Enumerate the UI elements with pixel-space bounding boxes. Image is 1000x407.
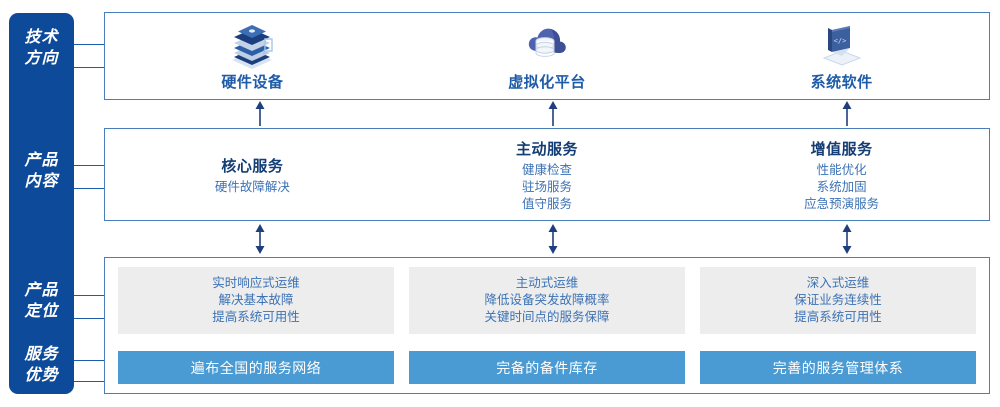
content-item: 驻场服务 (522, 180, 573, 194)
positioning-box-proactive[interactable]: 主动式运维 降低设备突发故障概率 关键时间点的服务保障 (409, 267, 685, 334)
section-positioning-advantages: 实时响应式运维 解决基本故障 提高系统可用性 主动式运维 降低设备突发故障概率 … (104, 257, 990, 394)
arrow-up-icon-software (840, 101, 854, 126)
positioning-line: 保证业务连续性 (794, 293, 882, 307)
arrow-up-down-icon-core (253, 224, 267, 254)
content-item: 性能优化 (816, 163, 867, 177)
tech-item-label: 虚拟化平台 (508, 73, 586, 91)
arrow-up-icon-hardware (253, 101, 267, 126)
content-column-core-service[interactable]: 核心服务 硬件故障解决 (105, 129, 400, 220)
positioning-line: 降低设备突发故障概率 (484, 293, 610, 307)
rail-label-product-positioning: 产品 定位 (9, 280, 74, 322)
connector-bracket-advantage (74, 360, 105, 382)
arrow-up-icon-virtualization (546, 101, 560, 126)
positioning-line: 深入式运维 (806, 276, 870, 290)
rail-label-service-advantage: 服务 优势 (9, 344, 74, 386)
code-laptop-icon: </> (822, 25, 862, 66)
section-tech-direction: 硬件设备 虚拟化平台 (104, 12, 990, 100)
connector-bracket-tech (74, 44, 105, 68)
rail-label-product-content: 产品 内容 (9, 150, 74, 192)
positioning-line: 主动式运维 (515, 276, 579, 290)
rail-label-line2: 定位 (24, 303, 59, 320)
svg-text:</>: </> (833, 37, 846, 45)
content-item: 硬件故障解决 (214, 180, 290, 194)
arrow-up-down-icon-value-added (840, 224, 854, 254)
tech-item-virtualization[interactable]: 虚拟化平台 (400, 13, 695, 99)
rail-label-line2: 方向 (24, 50, 59, 67)
content-item: 健康检查 (522, 163, 573, 177)
positioning-line: 关键时间点的服务保障 (484, 310, 610, 324)
tech-item-hardware[interactable]: 硬件设备 (105, 13, 400, 99)
content-item: 系统加固 (816, 180, 867, 194)
positioning-row: 实时响应式运维 解决基本故障 提高系统可用性 主动式运维 降低设备突发故障概率 … (118, 267, 976, 334)
positioning-line: 解决基本故障 (218, 293, 294, 307)
rail-label-line1: 服务 (24, 346, 59, 363)
tech-item-label: 系统软件 (810, 73, 873, 91)
advantage-bar-spare-parts[interactable]: 完备的备件库存 (409, 351, 685, 384)
arrow-up-down-icon-proactive (546, 224, 560, 254)
tech-item-label: 硬件设备 (221, 73, 284, 91)
positioning-line: 提高系统可用性 (212, 310, 300, 324)
rail-label-tech-direction: 技术 方向 (9, 27, 74, 69)
connector-bracket-positioning (74, 295, 105, 319)
cloud-database-icon (528, 28, 566, 57)
positioning-line: 实时响应式运维 (212, 276, 300, 290)
server-stack-icon (232, 24, 274, 69)
advantages-row: 遍布全国的服务网络 完备的备件库存 完善的服务管理体系 (118, 351, 976, 384)
tech-item-system-software[interactable]: </> 系统软件 (694, 13, 989, 99)
content-item: 应急预演服务 (804, 197, 880, 211)
content-column-proactive-service[interactable]: 主动服务 健康检查 驻场服务 值守服务 (400, 129, 695, 220)
rail-label-line2: 内容 (24, 173, 59, 190)
content-column-title: 主动服务 (516, 141, 579, 158)
section-product-content: 核心服务 硬件故障解决 主动服务 健康检查 驻场服务 值守服务 增值服务 性能优… (104, 128, 990, 221)
rail-label-line2: 优势 (24, 367, 59, 384)
rail-label-line1: 产品 (24, 152, 59, 169)
category-rail (9, 13, 74, 394)
positioning-box-realtime[interactable]: 实时响应式运维 解决基本故障 提高系统可用性 (118, 267, 394, 334)
advantage-bar-management-system[interactable]: 完善的服务管理体系 (700, 351, 976, 384)
positioning-line: 提高系统可用性 (794, 310, 882, 324)
rail-label-line1: 技术 (24, 29, 59, 46)
connector-bracket-content (74, 165, 105, 189)
content-column-value-added-service[interactable]: 增值服务 性能优化 系统加固 应急预演服务 (694, 129, 989, 220)
content-item: 值守服务 (522, 197, 573, 211)
rail-label-line1: 产品 (24, 282, 59, 299)
advantage-bar-service-network[interactable]: 遍布全国的服务网络 (118, 351, 394, 384)
content-column-title: 核心服务 (221, 158, 284, 175)
positioning-box-indepth[interactable]: 深入式运维 保证业务连续性 提高系统可用性 (700, 267, 976, 334)
content-column-title: 增值服务 (810, 141, 873, 158)
